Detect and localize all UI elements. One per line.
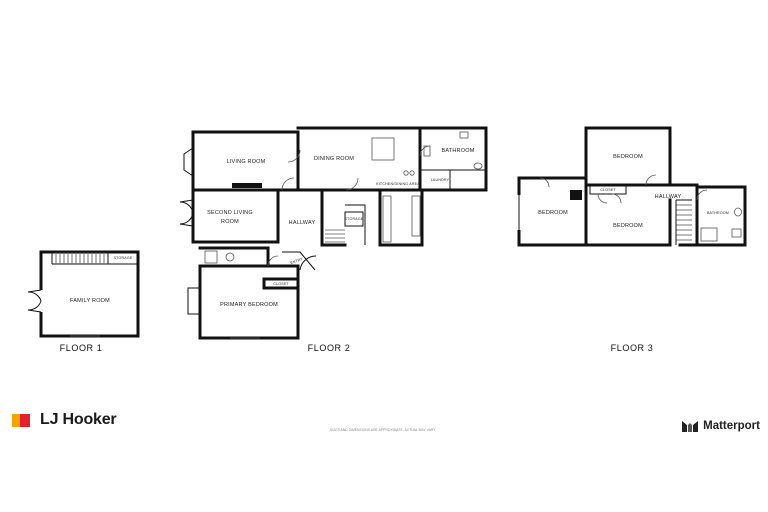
room-label: BEDROOM [613,154,643,160]
room-label: BATHROOM [707,211,729,215]
room-label: FAMILY ROOM [70,298,110,304]
lj-hooker-wordmark: LJ Hooker [40,411,117,428]
room-label: DINING ROOM [314,156,354,162]
room-label: BATHROOM [442,148,475,154]
room-label: BEDROOM [613,223,643,229]
room-label: ENTRY [290,257,304,265]
matterport-logo: Matterport [681,417,760,435]
room-label: HALLWAY [289,220,316,226]
floor-label: FLOOR 3 [611,343,654,353]
floor-3-plan: BEDROOM CLOSET HALLWAY BEDROOM BEDROOM B… [517,126,747,353]
room-label: CLOSET [273,282,289,286]
matterport-mark-icon [682,421,699,432]
disclaimer-text: SIZES AND DIMENSIONS ARE APPROXIMATE, AC… [330,428,436,432]
floor-2-plan: LIVING ROOM DINING ROOM BATHROOM KITCHEN… [179,126,488,353]
room-label: LAUNDRY [431,178,450,182]
room-label: BEDROOM [538,210,568,216]
floor-label: FLOOR 2 [308,343,351,353]
floor-3-stairs [675,199,692,245]
room-label: STORAGE [345,217,364,221]
floor-1-plan: STORAGE FAMILY ROOM FLOOR 1 [27,250,140,353]
floor-label: FLOOR 1 [60,343,103,353]
floor-1-stairs [51,252,109,265]
room-label: HALLWAY [655,194,682,200]
room-label: SECOND LIVING [207,210,253,216]
room-label: CLOSET [600,188,616,192]
room-label: ROOM [221,219,239,225]
matterport-wordmark: Matterport [703,420,760,432]
floor-2-stairs [325,229,345,243]
room-label: KITCHEN/DINING AREA [376,182,420,186]
floor-1-french-doors [27,289,43,313]
room-label: PRIMARY BEDROOM [220,302,278,308]
room-label: STORAGE [114,256,133,260]
lj-hooker-mark-icon [12,411,34,429]
room-label: LIVING ROOM [227,159,266,165]
lj-hooker-logo: LJ Hooker [12,409,117,431]
